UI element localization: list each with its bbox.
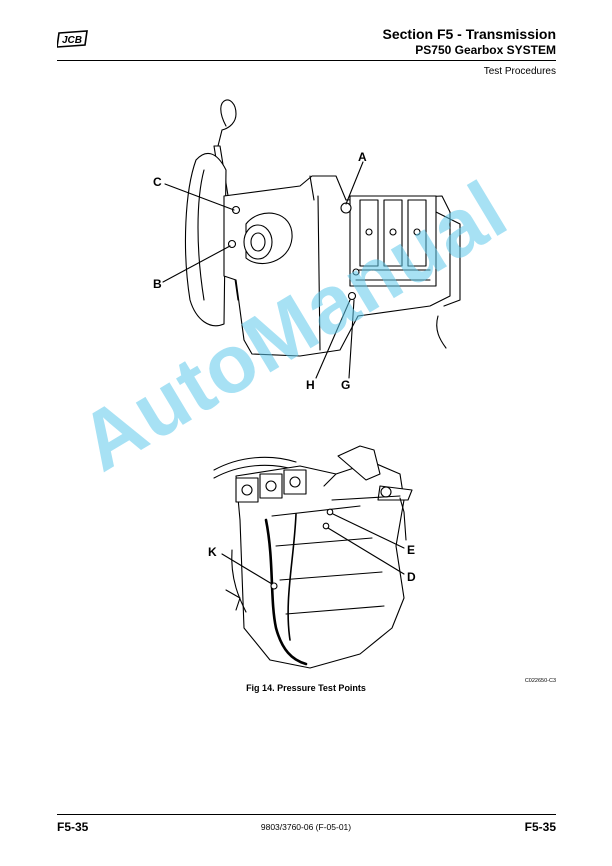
label-g: G — [341, 378, 351, 392]
label-b: B — [153, 277, 162, 291]
label-c: C — [153, 175, 162, 189]
figure-code: C022650-C3 — [524, 678, 556, 684]
logo-text: JCB — [62, 35, 82, 46]
footer-rule — [57, 814, 556, 815]
footer-page-left: F5-35 — [57, 820, 89, 834]
figure-caption: Fig 14. Pressure Test Points — [246, 683, 366, 693]
label-d: D — [407, 570, 416, 584]
jcb-logo: JCB — [57, 30, 88, 48]
upper-gearbox-drawing — [162, 99, 461, 379]
lower-gearbox-drawing — [213, 445, 413, 669]
section-title: Section F5 - Transmission — [382, 26, 557, 42]
footer-page-right: F5-35 — [524, 820, 556, 834]
footer-document-number: 9803/3760-06 (F-05-01) — [260, 822, 352, 832]
header-rule — [57, 60, 556, 61]
label-a: A — [358, 150, 367, 164]
subsection-title: Test Procedures — [483, 66, 556, 77]
section-subtitle: PS750 Gearbox SYSTEM — [415, 43, 556, 57]
label-e: E — [407, 543, 416, 557]
label-h: H — [306, 378, 315, 392]
label-k: K — [208, 545, 217, 559]
